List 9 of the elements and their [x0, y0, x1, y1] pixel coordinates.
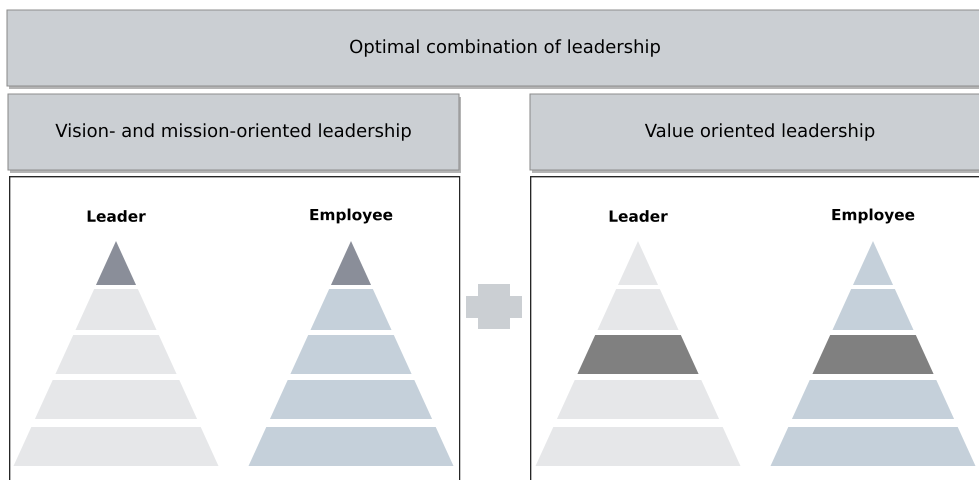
column-label: Employee: [310, 208, 392, 224]
column-label: Employee: [832, 208, 914, 224]
header-band: Optimal combination of leadership: [6, 9, 979, 89]
column-label: Leader: [610, 210, 668, 222]
header-band: Vision- and mission-oriented leadership: [7, 93, 461, 173]
header-band: Value oriented leadership: [529, 93, 979, 173]
column-label: Leader: [88, 210, 146, 222]
panel-frame: [9, 176, 460, 480]
panel-frame: [530, 176, 979, 480]
